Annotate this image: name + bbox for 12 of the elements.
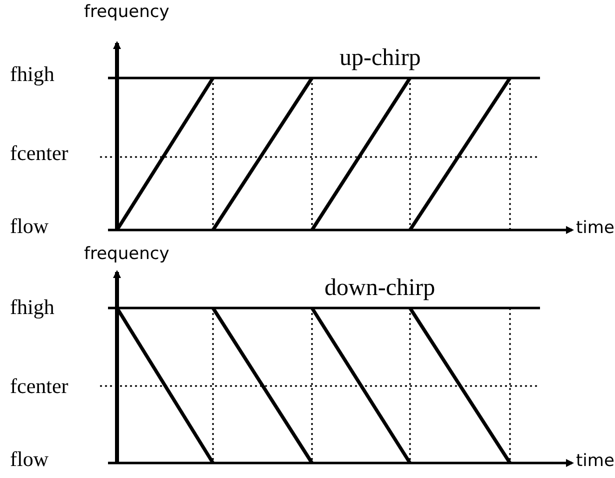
axis-level-label: flow [10, 216, 48, 237]
axis-title: time [576, 453, 614, 470]
axis-level-label: fcenter [10, 376, 68, 397]
axis-level-label: fcenter [10, 143, 68, 164]
chart-title: down-chirp [324, 276, 436, 300]
axis-level-label: flow [10, 449, 48, 470]
chart-title: up-chirp [340, 46, 421, 70]
axis-level-label: fhigh [10, 64, 54, 85]
axis-title: frequency [84, 246, 170, 263]
axis-title: time [576, 220, 614, 237]
axis-title: frequency [84, 4, 170, 21]
axis-level-label: fhigh [10, 297, 54, 318]
